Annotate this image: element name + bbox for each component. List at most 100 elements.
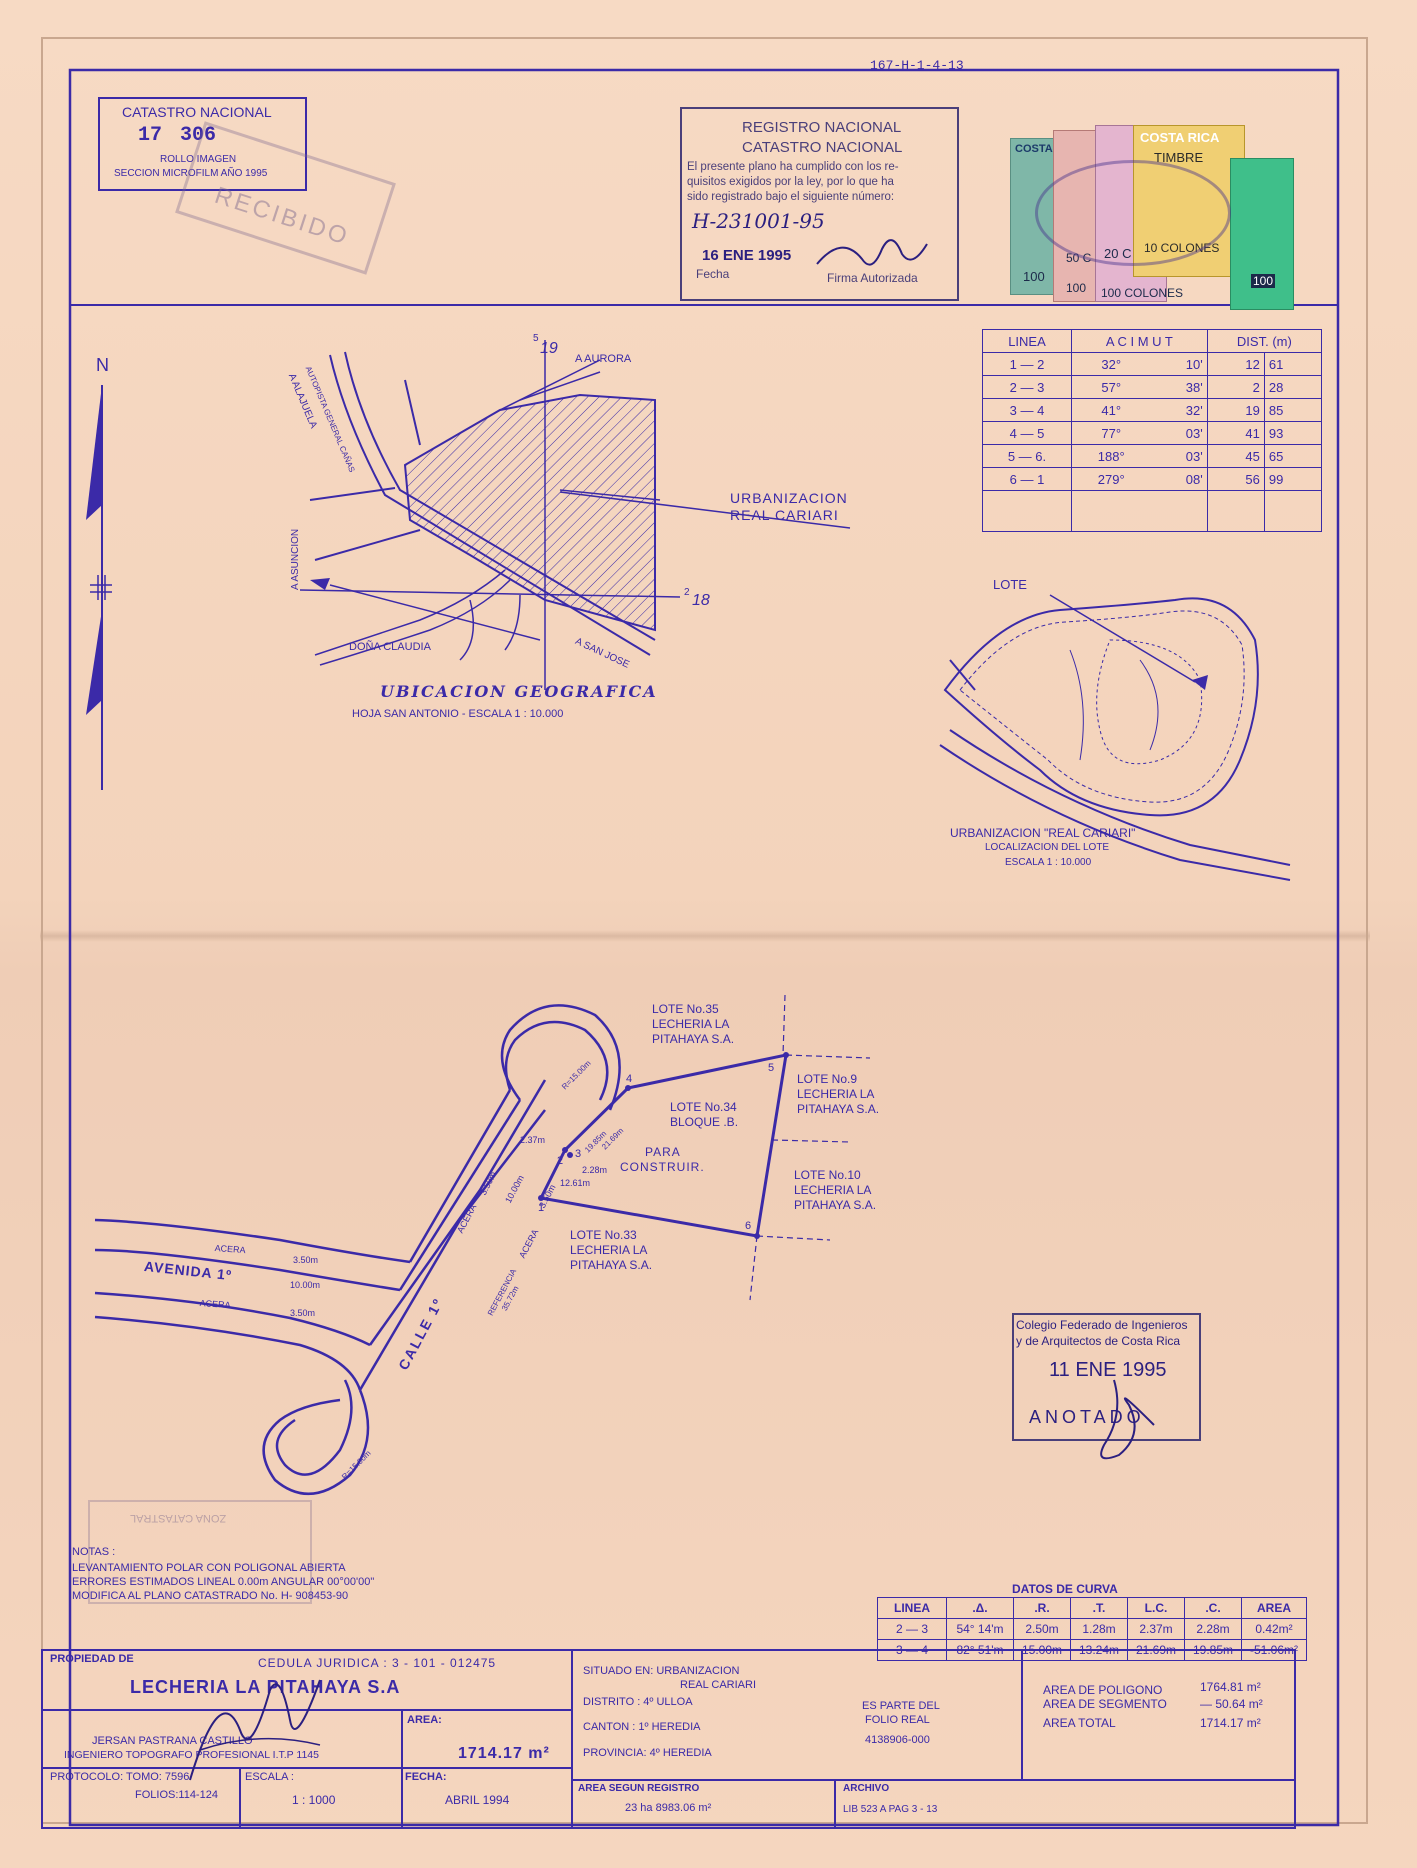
registro-firma-label: Firma Autorizada	[827, 271, 918, 285]
acera-label-2: ACERA	[199, 1298, 231, 1311]
dist-2-28: 2.28m	[582, 1165, 608, 1175]
registro-stamp: REGISTRO NACIONAL CATASTRO NACIONAL El p…	[680, 107, 959, 301]
curva-row: 3 — 4 82° 51'm 15.00m 13.24m 21.69m 19.8…	[877, 1639, 1307, 1661]
lote-pointer-label: LOTE	[993, 577, 1027, 592]
registro-body3: sido registrado bajo el siguiente número…	[687, 191, 895, 203]
header-reference: 167-H-1-4-13	[870, 58, 964, 73]
dona-claudia-label: DOÑA CLAUDIA	[349, 641, 431, 653]
curva-header-c: .C.	[1184, 1597, 1242, 1619]
colegio-line1: Colegio Federado de Ingenieros	[1016, 1318, 1188, 1332]
avenida-width-road: 10.00m	[290, 1280, 321, 1290]
colegio-signature	[1100, 1379, 1155, 1460]
archivo-value: LIB 523 A PAG 3 - 13	[843, 1804, 938, 1815]
avenida-width-top: 3.50m	[293, 1255, 319, 1265]
coord-right-sup: 2	[684, 587, 690, 598]
propiedad-label: PROPIEDAD DE	[50, 1653, 134, 1665]
archivo-label: ARCHIVO	[843, 1783, 890, 1794]
curva-header-area: AREA	[1241, 1597, 1307, 1619]
registro-plan-number: H-231001-95	[692, 209, 825, 233]
azimut-row: 6 — 1 279° 08' 56 99	[982, 467, 1323, 491]
es-parte-2: FOLIO REAL	[865, 1714, 930, 1726]
area-poligono-label: AREA DE POLIGONO	[1043, 1683, 1163, 1697]
curva-header-t: .T.	[1070, 1597, 1128, 1619]
registro-body1: El presente plano ha cumplido con los re…	[687, 161, 899, 173]
engineer-title: INGENIERO TOPOGRAFO PROFESIONAL I.T.P 11…	[64, 1749, 319, 1761]
timbre-stamp-5: 100	[1230, 158, 1294, 310]
curva-header-delta: .Δ.	[946, 1597, 1014, 1619]
area-poligono: 1764.81 m²	[1200, 1680, 1261, 1694]
azimut-header-dist: DIST. (m)	[1206, 329, 1323, 353]
catastro-title: CATASTRO NACIONAL	[122, 104, 272, 120]
point-2: 2	[557, 1155, 564, 1167]
distrito: DISTRITO : 4º ULLOA	[583, 1696, 693, 1708]
registro-date: 16 ENE 1995	[702, 247, 792, 264]
ubicacion-subtitle: HOJA SAN ANTONIO - ESCALA 1 : 10.000	[352, 708, 564, 720]
notas-line3: MODIFICA AL PLANO CATASTRADO No. H- 9084…	[72, 1590, 349, 1602]
registro-fecha-label: Fecha	[696, 267, 730, 281]
point-1: 1	[538, 1202, 545, 1214]
zona-stamp: ZONA CATASTRAL	[88, 1500, 312, 1604]
area-segmento-label: AREA DE SEGMENTO	[1043, 1697, 1167, 1711]
catastro-number-left: 17	[138, 124, 163, 147]
area-registro-label: AREA SEGUN REGISTRO	[578, 1783, 700, 1794]
engineer-name: JERSAN PASTRANA CASTILLO	[92, 1735, 253, 1747]
azimut-row: 1 — 2 32° 10' 12 61	[982, 352, 1323, 376]
curva-header-r: .R.	[1013, 1597, 1071, 1619]
notas-line1: LEVANTAMIENTO POLAR CON POLIGONAL ABIERT…	[72, 1562, 346, 1574]
es-parte-1: ES PARTE DEL	[862, 1700, 940, 1712]
folios: FOLIOS:114-124	[135, 1789, 218, 1801]
registro-title2: CATASTRO NACIONAL	[742, 139, 903, 156]
colegio-date: 11 ENE 1995	[1049, 1359, 1167, 1381]
curva-table: LINEA .Δ. .R. .T. L.C. .C. AREA 2 — 3 54…	[877, 1597, 1307, 1661]
catastro-number-right: 306	[180, 124, 217, 147]
folio-real: 4138906-000	[865, 1734, 930, 1746]
owner-signature	[189, 1679, 321, 1781]
area-total-label: AREA TOTAL	[1043, 1716, 1116, 1730]
point-5: 5	[768, 1062, 775, 1074]
area-value: 1714.17 m²	[458, 1745, 550, 1762]
timbre-cancel-mark	[1035, 160, 1231, 266]
avenida-width-bottom: 3.50m	[290, 1308, 316, 1318]
lote10-label: LOTE No.10 LECHERIA LA PITAHAYA S.A.	[794, 1168, 877, 1212]
azimut-row-empty	[982, 490, 1323, 532]
dist-12-61: 12.61m	[560, 1178, 591, 1188]
dist-2-37: 2.37m	[520, 1135, 546, 1145]
area-label: AREA:	[407, 1714, 442, 1726]
azimut-row: 4 — 5 77° 03' 41 93	[982, 421, 1323, 445]
point-6: 6	[745, 1220, 752, 1232]
azimut-row: 2 — 3 57° 38' 2 28	[982, 375, 1323, 399]
coord-top-sup: 5	[533, 333, 539, 344]
point-3: 3	[575, 1148, 582, 1160]
colegio-stamp: Colegio Federado de Ingenieros y de Arqu…	[1012, 1313, 1201, 1460]
catastro-line2: SECCION MICROFILM AÑO 1995	[114, 168, 268, 179]
lote34-label: LOTE No.34 BLOQUE .B.	[670, 1100, 739, 1129]
lote33-label: LOTE No.33 LECHERIA LA PITAHAYA S.A.	[570, 1228, 653, 1272]
curva-header-linea: LINEA	[877, 1597, 947, 1619]
coord-right: 18	[692, 592, 710, 609]
cedula-juridica: CEDULA JURIDICA : 3 - 101 - 012475	[258, 1656, 497, 1670]
zona-stamp-text: ZONA CATASTRAL	[130, 1512, 227, 1524]
provincia: PROVINCIA: 4º HEREDIA	[583, 1747, 712, 1759]
para-construir-label: PARA CONSTRUIR.	[620, 1145, 705, 1174]
lote35-label: LOTE No.35 LECHERIA LA PITAHAYA S.A.	[652, 1002, 735, 1046]
lote9-label: LOTE No.9 LECHERIA LA PITAHAYA S.A.	[797, 1072, 880, 1116]
azimut-header-acimut: A C I M U T	[1071, 329, 1208, 353]
fecha-label: FECHA:	[405, 1771, 447, 1783]
urbanizacion-label-2: REAL CARIARI	[730, 507, 839, 523]
colegio-anotado: ANOTADO	[1029, 1407, 1145, 1427]
protocolo: PROTOCOLO: TOMO: 7596	[50, 1771, 190, 1783]
escala-label: ESCALA :	[245, 1771, 294, 1783]
azimut-table: LINEA A C I M U T DIST. (m) 1 — 2 32° 10…	[982, 329, 1323, 532]
area-segmento: — 50.64 m²	[1200, 1697, 1263, 1711]
curva-row: 2 — 3 54° 14'm 2.50m 1.28m 2.37m 2.28m 0…	[877, 1618, 1307, 1640]
azimut-row: 3 — 4 41° 32' 19 85	[982, 398, 1323, 422]
catastro-box: CATASTRO NACIONAL 17 306 ROLLO IMAGEN SE…	[98, 97, 307, 191]
azimut-row: 5 — 6. 188° 03' 45 65	[982, 444, 1323, 468]
notas-line2: ERRORES ESTIMADOS LINEAL 0.00m ANGULAR 0…	[72, 1576, 375, 1588]
localizacion-sub2: ESCALA 1 : 10.000	[1005, 857, 1092, 868]
notas-title: NOTAS :	[72, 1546, 116, 1558]
owner-name: LECHERIA LA PITAHAYA S.A	[130, 1677, 401, 1697]
area-total: 1714.17 m²	[1200, 1716, 1261, 1730]
